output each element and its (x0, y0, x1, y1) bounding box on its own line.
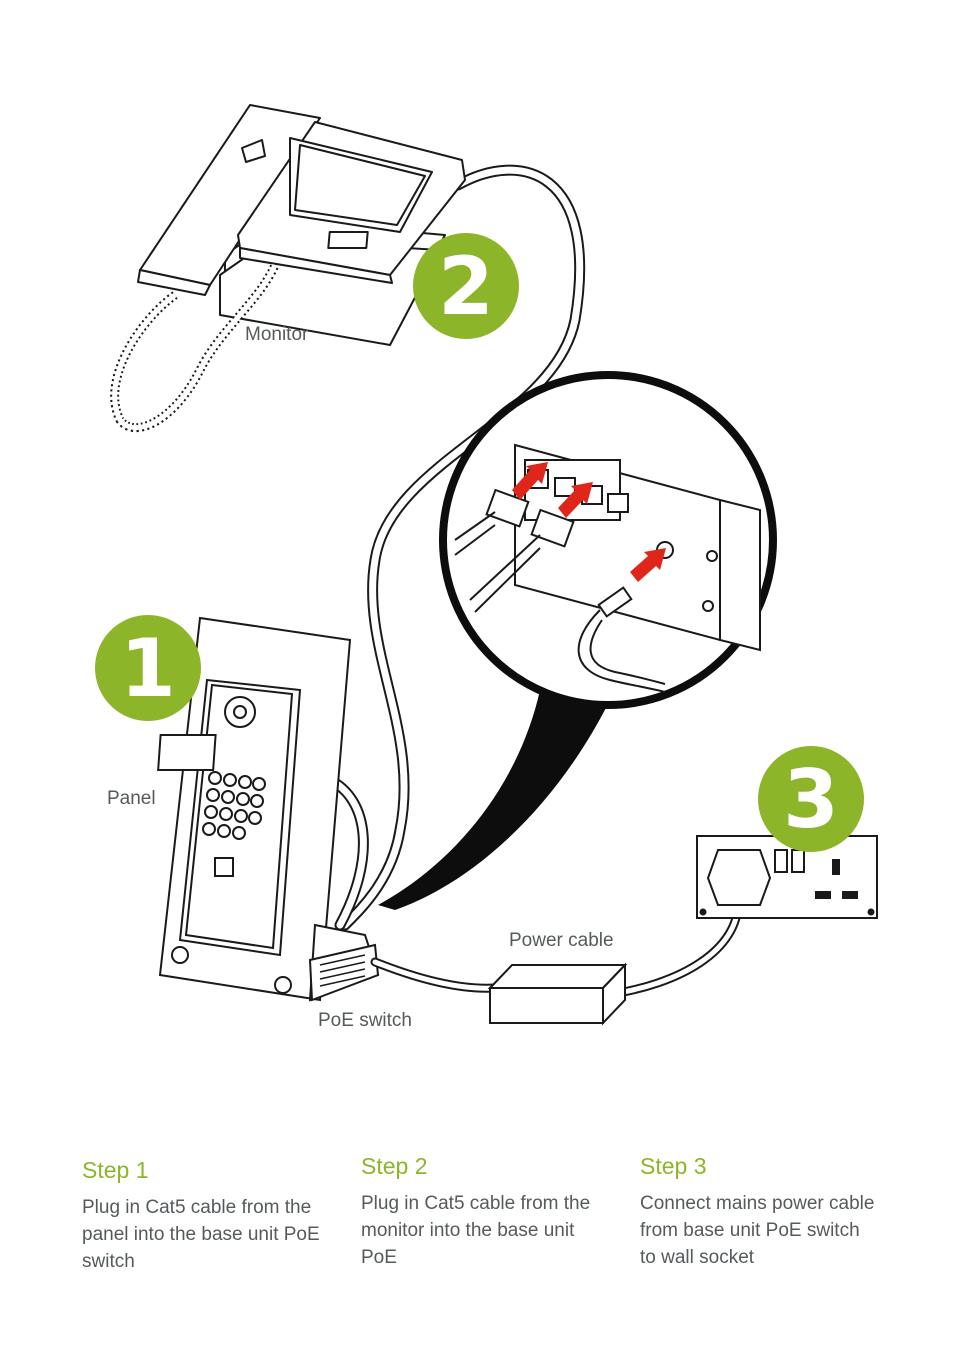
step-badge-2: 2 (413, 233, 519, 339)
power-cable-label: Power cable (509, 930, 614, 951)
step-description: Plug in Cat5 cable from the panel into t… (82, 1197, 320, 1272)
step-1: Step 1 Plug in Cat5 cable from the panel… (82, 1157, 322, 1275)
poe-switch-label: PoE switch (318, 1010, 412, 1031)
step-title: Step 2 (361, 1153, 428, 1179)
magnified-switch-detail (439, 371, 777, 709)
step-description: Connect mains power cable from base unit… (640, 1193, 875, 1268)
step-badge-1: 1 (95, 615, 201, 721)
step-badge-3: 3 (758, 746, 864, 852)
badge-number: 2 (438, 240, 494, 333)
step-title: Step 1 (82, 1157, 149, 1183)
monitor-illustration (137, 104, 466, 346)
badge-number: 3 (783, 753, 839, 846)
step-title: Step 3 (640, 1153, 707, 1179)
badge-number: 1 (120, 622, 176, 715)
monitor-label: Monitor (245, 324, 309, 345)
step-description: Plug in Cat5 cable from the monitor into… (361, 1193, 591, 1268)
red-insert-arrows (512, 462, 666, 582)
step-2: Step 2 Plug in Cat5 cable from the monit… (361, 1153, 601, 1271)
zoom-pointer (378, 690, 610, 910)
step-3: Step 3 Connect mains power cable from ba… (640, 1153, 880, 1271)
wall-socket-illustration (696, 835, 878, 919)
door-panel-illustration (157, 616, 380, 1002)
panel-label: Panel (107, 788, 156, 809)
power-adapter (487, 962, 628, 1026)
panel-cat5-cable (324, 774, 369, 931)
